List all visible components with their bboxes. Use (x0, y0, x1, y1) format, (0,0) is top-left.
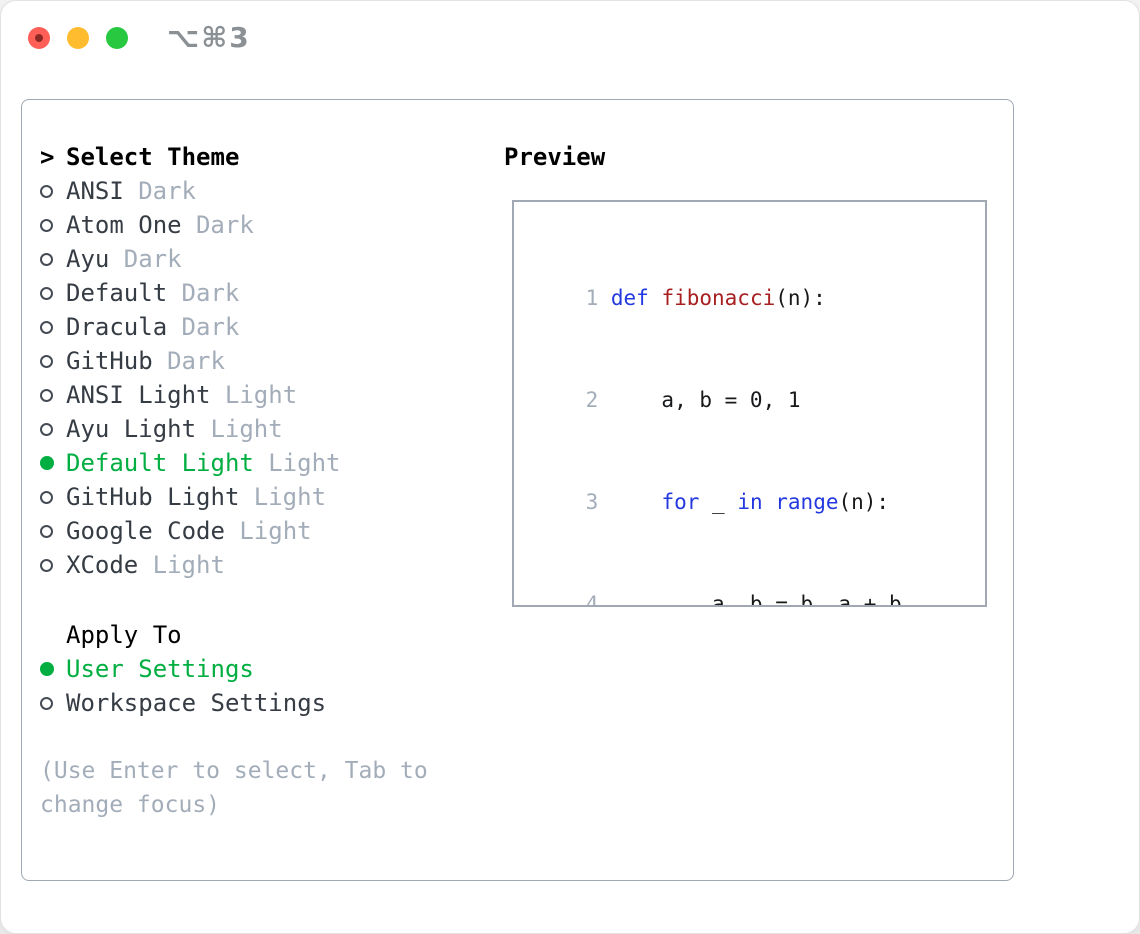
theme-option-atom-one[interactable]: Atom One Dark (40, 208, 480, 242)
apply-to-header: Apply To (40, 618, 480, 652)
apply-to-label: Apply To (66, 621, 182, 649)
hint-text: (Use Enter to select, Tab to change focu… (40, 758, 428, 818)
line-content: a, b = b, a + b (610, 592, 902, 607)
theme-picker-column: > Select Theme ANSI Dark Atom One Dark A… (40, 140, 480, 822)
radio-icon (40, 558, 53, 572)
theme-option-name: Default (66, 279, 168, 307)
theme-option-variant: Light (152, 551, 225, 579)
radio-icon (40, 524, 53, 538)
spacer (40, 720, 480, 754)
theme-list: ANSI Dark Atom One Dark Ayu Dark Default… (40, 174, 480, 582)
zoom-button[interactable] (106, 27, 128, 49)
theme-option-variant: Dark (138, 177, 196, 205)
theme-option-variant: Dark (167, 347, 225, 375)
theme-option-variant: Light (268, 449, 341, 477)
code-line: 3 for _ in range(n): (535, 451, 967, 553)
radio-icon (40, 184, 53, 198)
spacer (40, 582, 480, 618)
theme-option-name: ANSI Light (66, 381, 211, 409)
code-line: 4 a, b = b, a + b (535, 553, 967, 607)
line-number: 1 (585, 286, 599, 310)
theme-option-variant: Light (210, 415, 283, 443)
theme-option-ansi-light[interactable]: ANSI Light Light (40, 378, 480, 412)
theme-option-name: Ayu (66, 245, 110, 273)
code-line: 1 def fibonacci(n): (535, 247, 967, 349)
radio-icon (40, 286, 53, 300)
theme-option-name: ANSI (66, 177, 124, 205)
radio-icon (40, 422, 53, 436)
theme-option-github-light[interactable]: GitHub Light Light (40, 480, 480, 514)
preview-box: 1 def fibonacci(n): 2 a, b = 0, 1 3 for _… (512, 200, 987, 607)
theme-option-default-light[interactable]: Default Light Light (40, 446, 480, 480)
apply-option-user-settings[interactable]: User Settings (40, 652, 480, 686)
radio-icon (40, 252, 53, 266)
line-content: for _ in range(n): (661, 490, 890, 514)
preview-title: Preview (504, 143, 606, 171)
theme-option-xcode[interactable]: XCode Light (40, 548, 480, 582)
window-title: ⌥⌘3 (167, 21, 251, 54)
apply-option-workspace-settings[interactable]: Workspace Settings (40, 686, 480, 720)
theme-option-google-code[interactable]: Google Code Light (40, 514, 480, 548)
theme-option-ansi[interactable]: ANSI Dark (40, 174, 480, 208)
radio-icon (40, 354, 53, 368)
theme-option-variant: Dark (123, 245, 182, 273)
theme-option-name: Google Code (66, 517, 225, 545)
apply-option-name: User Settings (66, 655, 254, 683)
code-line: 2 a, b = 0, 1 (535, 349, 967, 451)
radio-icon (40, 388, 53, 402)
line-content: def fibonacci(n): (610, 286, 826, 310)
theme-option-name: Atom One (66, 211, 182, 239)
line-content: a, b = 0, 1 (610, 388, 801, 412)
theme-option-name: Dracula (66, 313, 168, 341)
theme-option-ayu-light[interactable]: Ayu Light Light (40, 412, 480, 446)
apply-to-list: User Settings Workspace Settings (40, 652, 480, 720)
line-number: 4 (585, 592, 599, 607)
theme-option-name: Ayu Light (66, 415, 197, 443)
theme-option-name: GitHub Light (66, 483, 240, 511)
code-preview: 1 def fibonacci(n): 2 a, b = 0, 1 3 for _… (535, 247, 967, 607)
theme-option-variant: Light (239, 517, 312, 545)
unsaved-changes-dot (35, 34, 43, 42)
theme-option-ayu[interactable]: Ayu Dark (40, 242, 480, 276)
theme-option-name: XCode (66, 551, 139, 579)
select-theme-label: Select Theme (66, 143, 240, 171)
theme-option-variant: Dark (195, 211, 254, 239)
line-number: 3 (585, 490, 599, 514)
focus-caret-icon: > (40, 143, 55, 171)
theme-option-name: Default Light (66, 449, 254, 477)
theme-option-variant: Dark (181, 313, 240, 341)
radio-selected-icon (40, 662, 54, 676)
theme-picker-panel: > Select Theme ANSI Dark Atom One Dark A… (21, 99, 1014, 881)
theme-option-default[interactable]: Default Dark (40, 276, 480, 310)
radio-selected-icon (40, 456, 54, 470)
radio-icon (40, 696, 53, 710)
theme-option-name: GitHub (66, 347, 153, 375)
apply-option-name: Workspace Settings (66, 689, 327, 717)
theme-option-variant: Dark (181, 279, 240, 307)
line-number: 2 (585, 388, 599, 412)
radio-icon (40, 490, 53, 504)
radio-icon (40, 320, 53, 334)
theme-option-github[interactable]: GitHub Dark (40, 344, 480, 378)
select-theme-header: > Select Theme (40, 140, 480, 174)
window-controls (28, 27, 128, 49)
theme-option-dracula[interactable]: Dracula Dark (40, 310, 480, 344)
radio-icon (40, 218, 53, 232)
close-button[interactable] (28, 27, 50, 49)
theme-option-variant: Light (224, 381, 298, 409)
minimize-button[interactable] (67, 27, 89, 49)
theme-option-variant: Light (253, 483, 327, 511)
